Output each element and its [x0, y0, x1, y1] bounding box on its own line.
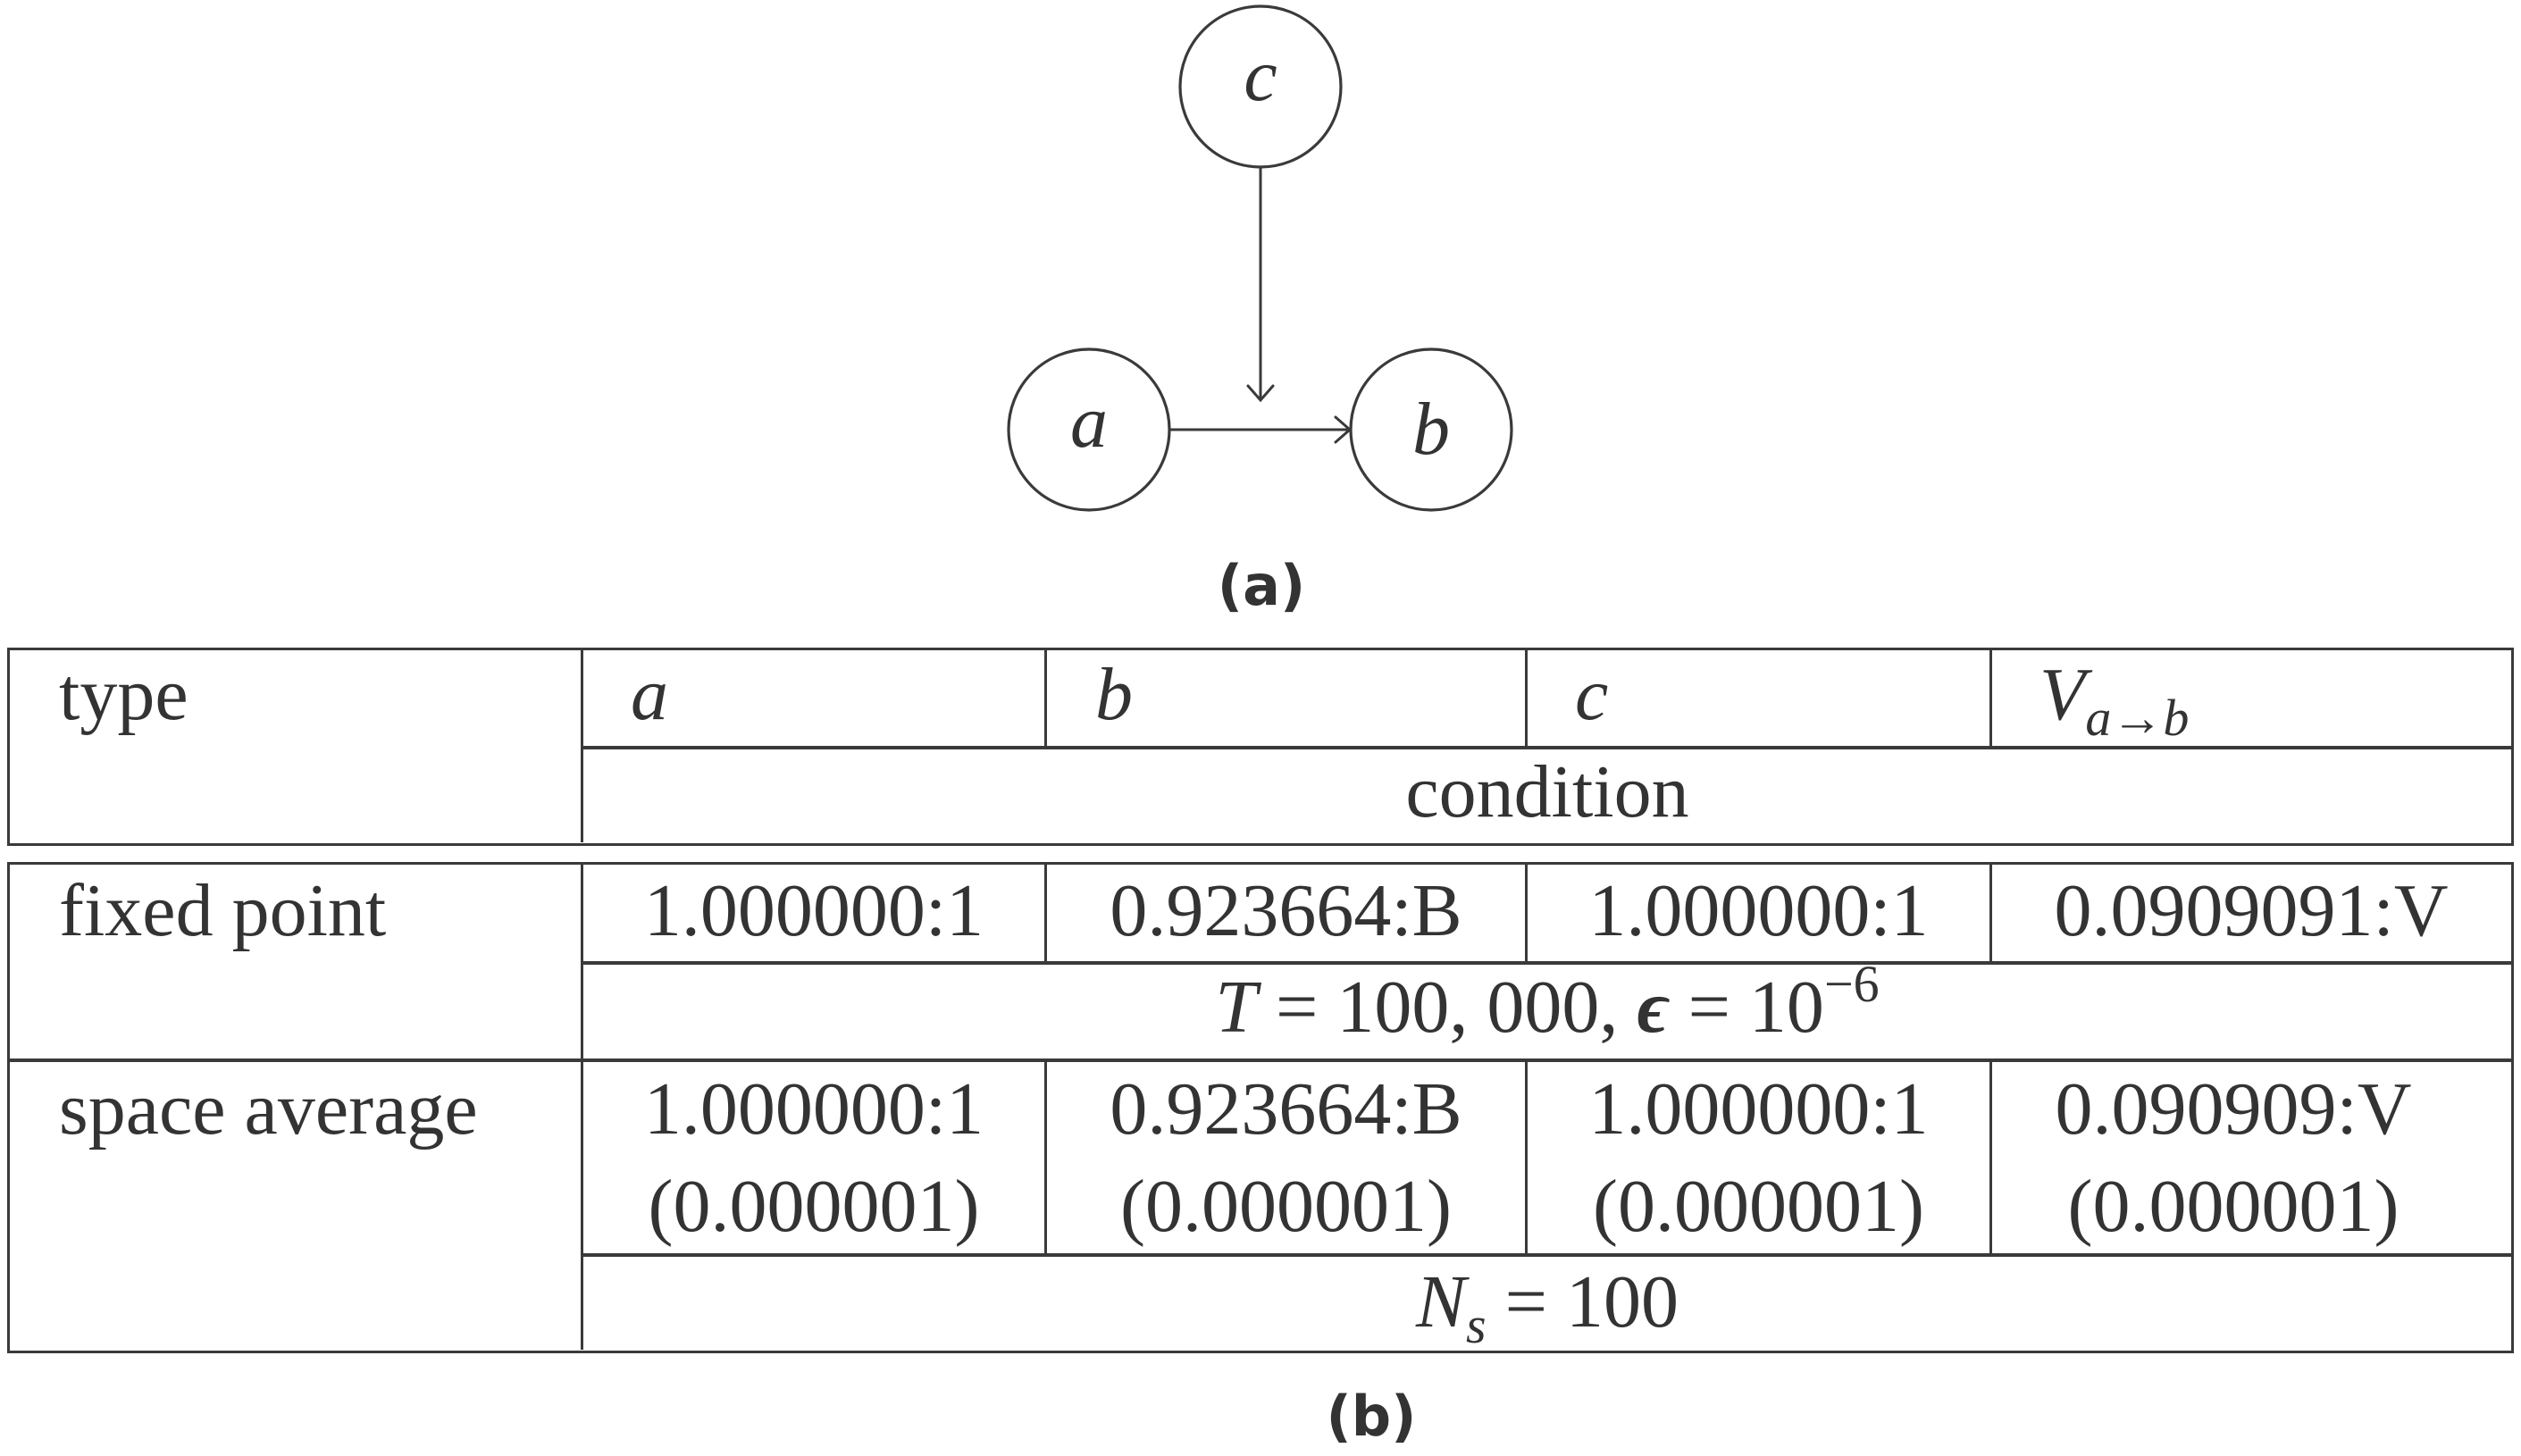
node-a: a: [1007, 347, 1171, 512]
space-average-a-std: (0.000001): [648, 1165, 980, 1248]
divider: [1525, 650, 1528, 747]
divider: [1525, 1059, 1528, 1255]
caption-a: (a): [1217, 553, 1306, 618]
space-average-b: 0.923664:B: [1110, 1067, 1462, 1151]
fixed-point-b: 0.923664:B: [1110, 869, 1462, 952]
node-b: b: [1349, 347, 1513, 512]
fixed-point-v: 0.0909091:V: [2054, 869, 2449, 952]
fixed-point-condition: T = 100, 000, ϵ = 10−6: [583, 958, 2511, 1045]
divider: [1525, 865, 1528, 962]
space-average-c: 1.000000:1: [1588, 1067, 1929, 1151]
epsilon-value: = 10: [1688, 966, 1824, 1049]
space-average-a: 1.000000:1: [643, 1067, 984, 1151]
fixed-point-c: 1.000000:1: [1588, 869, 1929, 952]
divider: [1989, 1059, 1992, 1255]
fixed-point-a: 1.000000:1: [643, 869, 984, 952]
v-symbol: V: [2039, 653, 2086, 736]
row-type-label: fixed point: [59, 869, 387, 952]
space-average-v-std: (0.000001): [2067, 1165, 2400, 1248]
causal-diagram: c a b: [1007, 4, 1513, 512]
v-subscript: a→b: [2085, 689, 2190, 747]
t-value: = 100, 000,: [1276, 966, 1619, 1049]
arrowhead-down-icon: [1246, 384, 1275, 403]
n-symbol: N: [1416, 1260, 1467, 1343]
node-c-label: c: [1244, 34, 1277, 117]
divider: [1044, 865, 1047, 962]
divider: [1044, 1059, 1047, 1255]
divider: [581, 961, 2511, 965]
divider: [581, 865, 583, 1350]
node-c-circle: [1178, 4, 1343, 169]
divider: [10, 1059, 2511, 1062]
node-a-circle: [1007, 347, 1171, 512]
space-average-v: 0.090909:V: [2055, 1067, 2412, 1151]
space-average-condition: Ns = 100: [583, 1265, 2511, 1351]
table-header-block: type a b c Va→b condition: [7, 648, 2514, 846]
header-condition: condition: [1405, 750, 1689, 833]
epsilon-symbol: ϵ: [1637, 966, 1670, 1049]
header-type: type: [59, 653, 188, 736]
header-col-a: a: [631, 653, 668, 736]
header-col-c: c: [1575, 653, 1609, 736]
header-col-b: b: [1095, 653, 1133, 736]
node-c: c: [1178, 4, 1343, 169]
node-b-label: b: [1412, 388, 1450, 471]
divider: [1044, 650, 1047, 747]
space-average-c-std: (0.000001): [1593, 1165, 1924, 1248]
header-col-v: Va→b: [2039, 657, 2189, 744]
epsilon-exponent: −6: [1823, 955, 1880, 1013]
divider: [581, 746, 2511, 749]
divider: [1989, 650, 1992, 747]
n-subscript: s: [1466, 1296, 1487, 1354]
caption-b: (b): [1326, 1384, 1417, 1449]
node-a-label: a: [1070, 381, 1108, 464]
row-type-label: space average: [59, 1067, 478, 1151]
divider: [1989, 865, 1992, 962]
t-symbol: T: [1215, 966, 1258, 1049]
node-b-circle: [1349, 347, 1513, 512]
divider: [581, 1253, 2511, 1257]
n-value: = 100: [1504, 1260, 1679, 1343]
table-body-block: fixed point 1.000000:1 0.923664:B 1.0000…: [7, 862, 2514, 1353]
space-average-b-std: (0.000001): [1120, 1165, 1452, 1248]
